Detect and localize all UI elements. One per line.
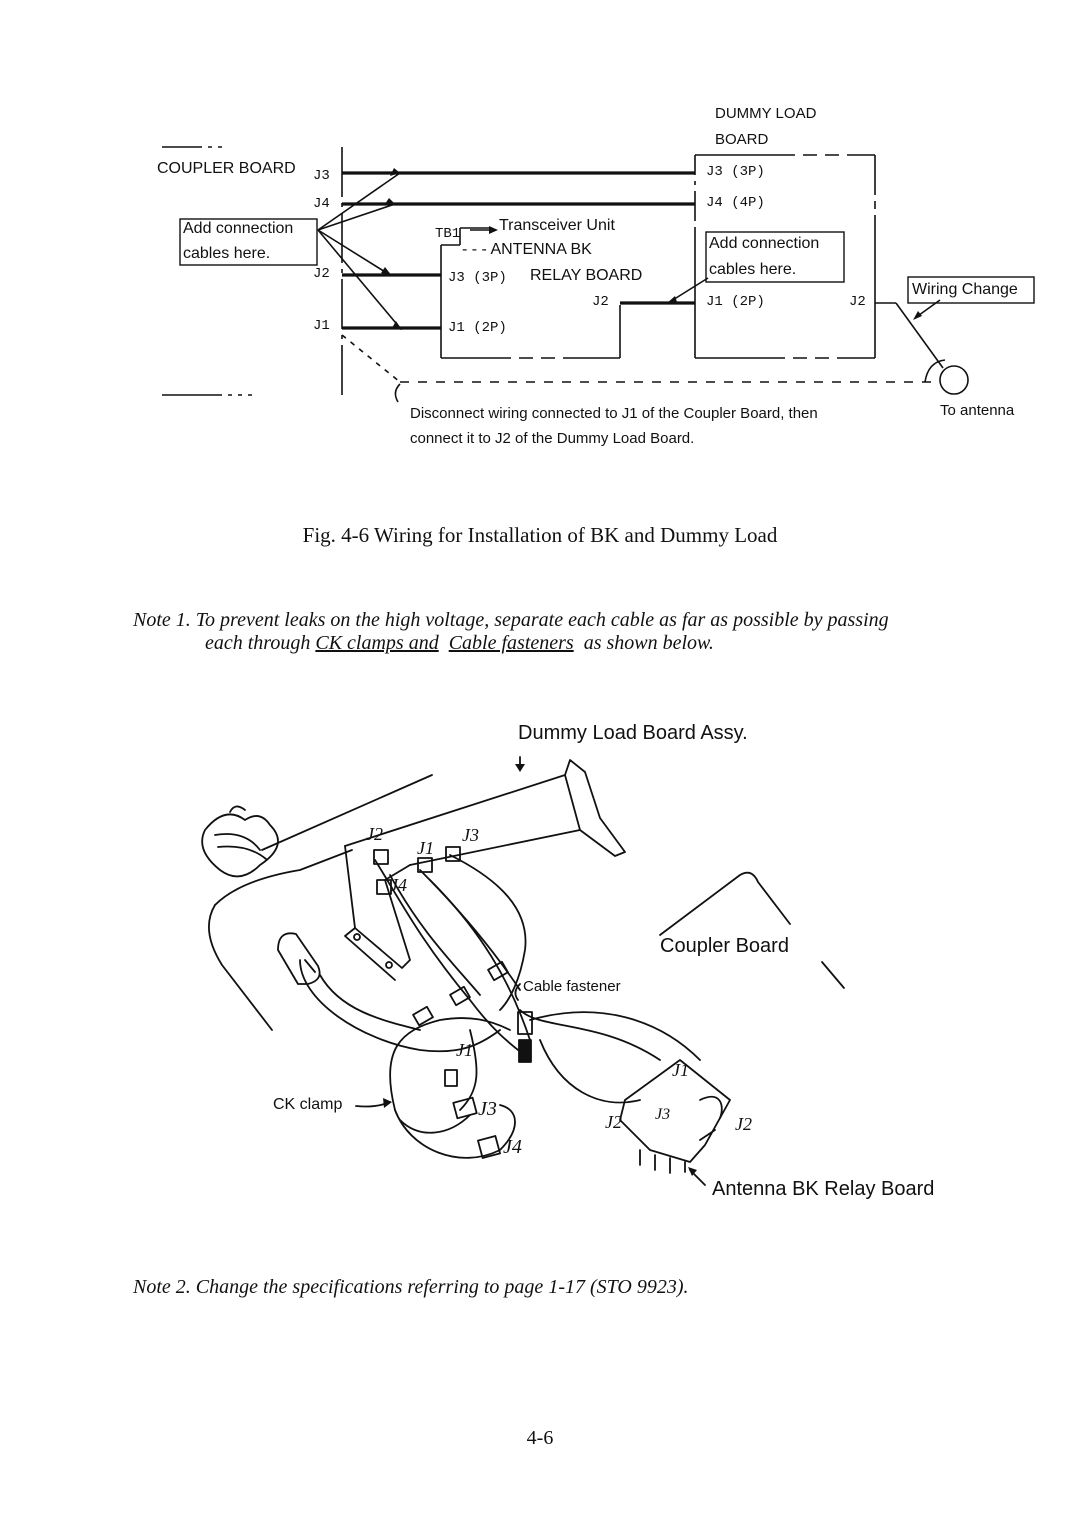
wiring-block-diagram	[162, 146, 1035, 403]
assembly-sketch	[201, 756, 845, 1186]
coupler-board-label: COUPLER BOARD	[157, 160, 296, 177]
coupler-j1-label: J1	[313, 318, 330, 334]
dummy-load-board-assy-label: Dummy Load Board Assy.	[518, 722, 748, 744]
to-antenna-label: To antenna	[940, 402, 1015, 419]
note1-space	[439, 632, 449, 654]
coupler-board-label-2: Coupler Board	[660, 935, 789, 957]
tb1-label: TB1	[435, 226, 461, 242]
hw-label-j2-bracket: J2	[366, 824, 383, 844]
note1-line2: each through CK clamps and Cable fastene…	[205, 632, 714, 655]
note1-line1: Note 1. To prevent leaks on the high vol…	[133, 609, 889, 631]
hw-label-j3-relay: J3	[655, 1106, 671, 1123]
antenna-bk-text: ANTENNA BK	[490, 241, 592, 258]
dummy-load-title-line1: DUMMY LOAD	[715, 105, 817, 122]
hw-label-j1-bracket: J1	[417, 838, 434, 858]
note2: Note 2. Change the specifications referr…	[133, 1276, 689, 1298]
dummy-j2-label: J2	[849, 294, 866, 310]
relay-j1-label: J1 (2P)	[448, 320, 507, 336]
cable-fasteners-link: Cable fasteners	[448, 632, 574, 654]
antenna-bk-label: - - - ANTENNA BK	[462, 241, 592, 258]
note1-prefix: each through	[205, 632, 316, 654]
hw-label-j1-relay: J1	[672, 1060, 689, 1080]
transceiver-unit-label: Transceiver Unit	[499, 217, 615, 234]
coupler-j2-label: J2	[313, 266, 330, 282]
coupler-j3-label: J3	[313, 168, 330, 184]
dummy-j4-label: J4 (4P)	[706, 195, 765, 211]
note1-suffix: as shown below.	[573, 632, 714, 654]
dummy-j3-label: J3 (3P)	[706, 164, 765, 180]
add-connection-right-line2: cables here.	[709, 261, 797, 278]
ck-clamps-link: CK clamps and	[315, 632, 439, 654]
figure-caption: Fig. 4-6 Wiring for Installation of BK a…	[302, 523, 778, 547]
disconnect-note-line1: Disconnect wiring connected to J1 of the…	[410, 405, 818, 422]
add-connection-left-line1: Add connection	[183, 220, 294, 237]
add-connection-left-line2: cables here.	[183, 245, 271, 262]
antenna-bk-relay-board-label: Antenna BK Relay Board	[712, 1178, 935, 1200]
relay-j3-label: J3 (3P)	[448, 270, 507, 286]
relay-j2-label: J2	[592, 294, 609, 310]
cable-fastener-label: Cable fastener	[523, 978, 621, 995]
ck-clamp-label: CK clamp	[273, 1096, 343, 1113]
disconnect-note-line2: connect it to J2 of the Dummy Load Board…	[410, 430, 695, 447]
hw-label-j1-coupler: J1	[456, 1040, 473, 1060]
dummy-load-title-line2: BOARD	[715, 131, 769, 148]
hw-label-j2-relay: J2	[605, 1112, 622, 1132]
relay-board-label: RELAY BOARD	[530, 267, 643, 284]
wiring-change-label: Wiring Change	[912, 281, 1018, 298]
hw-label-j4-bracket: J4	[390, 875, 407, 895]
coupler-j4-label: J4	[313, 196, 330, 212]
hw-label-j3-loose: J3	[478, 1098, 497, 1120]
page-number: 4-6	[526, 1427, 554, 1449]
hw-label-j3-bracket: J3	[462, 825, 479, 845]
add-connection-right-line1: Add connection	[709, 235, 820, 252]
hw-label-j4-loose: J4	[503, 1136, 522, 1158]
dummy-j1-label: J1 (2P)	[706, 294, 765, 310]
hw-label-j2-relay-right: J2	[735, 1114, 752, 1134]
